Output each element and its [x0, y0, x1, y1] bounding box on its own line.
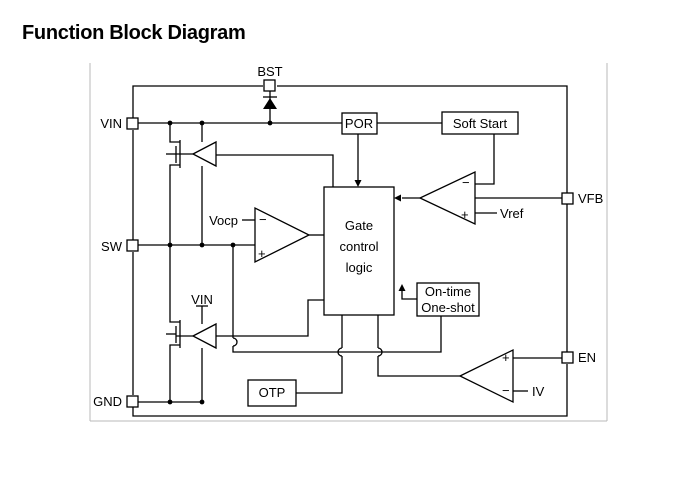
on-time-line-1: On-time — [425, 284, 471, 299]
soft-start-block: Soft Start — [441, 111, 519, 135]
gate-control-logic-block: Gate control logic — [323, 186, 395, 316]
en-cmp-minus-label: − — [502, 383, 510, 398]
on-time-one-shot-block: On-time One-shot — [416, 282, 480, 317]
por-block: POR — [341, 112, 378, 135]
fb-amp-plus-label: + — [461, 207, 469, 222]
low-side-mosfet — [166, 245, 181, 402]
en-cmp-plus-label: + — [502, 350, 510, 365]
bootstrap-diode — [263, 96, 277, 109]
ocp-comparator: − + — [254, 206, 311, 264]
iv-label: IV — [532, 384, 545, 399]
gnd-label: GND — [93, 394, 122, 409]
low-side-driver — [176, 322, 217, 350]
por-label: POR — [345, 116, 373, 131]
vfb-pin: VFB — [561, 191, 603, 206]
bst-label: BST — [257, 64, 282, 79]
gate-logic-line-1: Gate — [345, 218, 373, 233]
sw-label: SW — [101, 239, 123, 254]
gate-logic-line-3: logic — [346, 260, 373, 275]
bst-pin: BST — [257, 64, 283, 92]
ocp-minus-label: − — [259, 212, 267, 227]
fb-error-amplifier: − + — [418, 170, 476, 226]
en-pin: EN — [561, 350, 596, 365]
high-side-mosfet — [166, 123, 181, 244]
gate-logic-line-2: control — [339, 239, 378, 254]
otp-block: OTP — [247, 379, 297, 407]
vref-label: Vref — [500, 206, 524, 221]
sw-pin: SW — [101, 239, 139, 254]
vfb-label: VFB — [578, 191, 603, 206]
otp-label: OTP — [259, 385, 286, 400]
high-side-driver — [176, 140, 217, 168]
soft-start-label: Soft Start — [453, 116, 508, 131]
vin-pin: VIN — [100, 116, 139, 131]
chip-boundary — [132, 85, 568, 417]
on-time-line-2: One-shot — [421, 300, 475, 315]
en-label: EN — [578, 350, 596, 365]
vocp-label: Vocp — [209, 213, 238, 228]
diagram-frame — [89, 63, 608, 422]
gnd-pin: GND — [93, 394, 139, 409]
vin-label: VIN — [100, 116, 122, 131]
en-comparator: + − — [458, 348, 514, 404]
ocp-plus-label: + — [258, 246, 266, 261]
vin-supply-label: VIN — [191, 292, 213, 307]
page-title: Function Block Diagram — [22, 22, 246, 44]
fb-amp-minus-label: − — [462, 175, 470, 190]
